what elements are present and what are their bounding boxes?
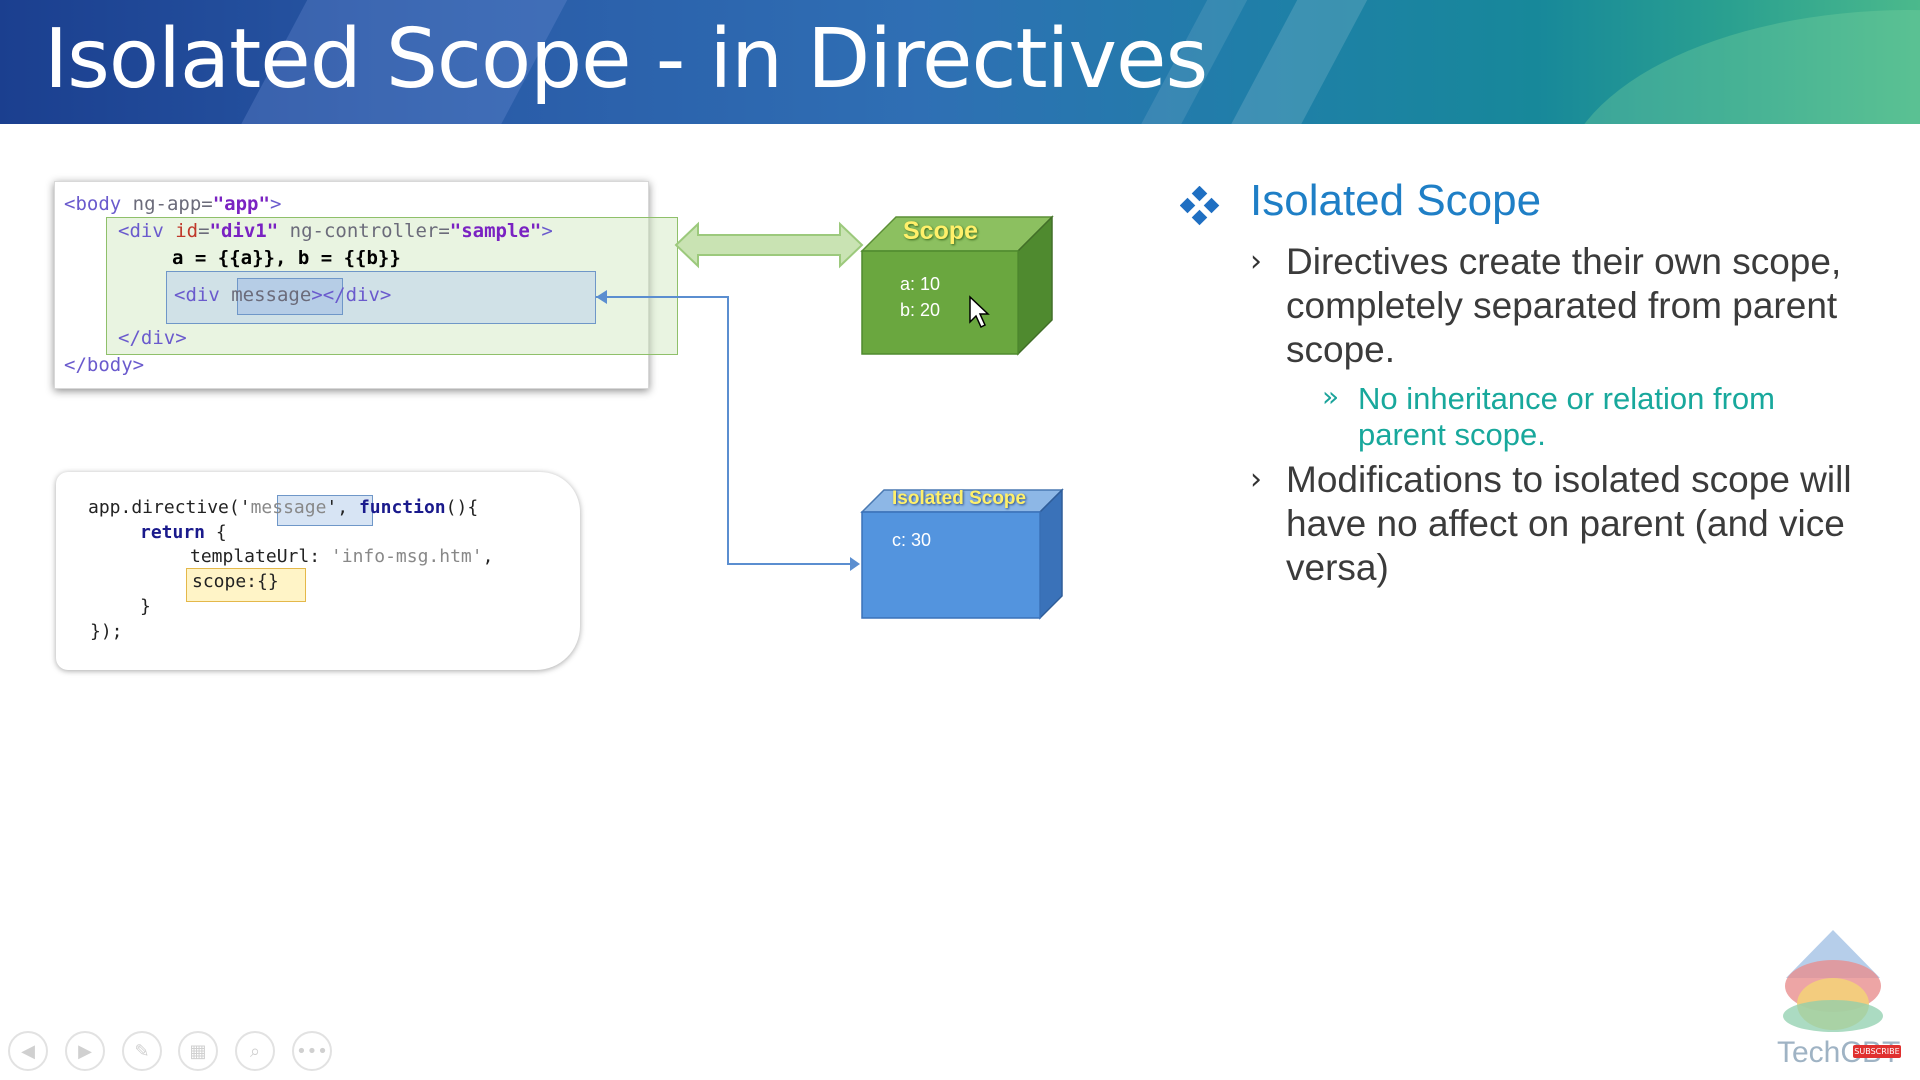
chevron-right-icon: › (1250, 244, 1262, 279)
section-heading: Isolated Scope (1250, 176, 1542, 225)
zoom-button[interactable]: ⌕ (235, 1031, 275, 1071)
isolated-cube-title: Isolated Scope (892, 488, 1027, 509)
code-line-expressions: a = {{a}}, b = {{b}} (172, 247, 401, 269)
diamond-bullet-icon (1180, 186, 1220, 226)
more-button[interactable]: ••• (292, 1031, 332, 1071)
js-line-template: templateUrl: 'info-msg.htm', (190, 546, 494, 567)
isolated-value-c: c: 30 (892, 530, 932, 550)
slide-title: Isolated Scope - in Directives (44, 12, 1208, 107)
mouse-cursor-icon (969, 295, 990, 329)
js-line-close-return: } (140, 596, 151, 617)
js-line-return: return { (140, 522, 227, 543)
code-line-body-open: <body ng-app="app"> (64, 193, 282, 215)
next-slide-button[interactable]: ▶ (65, 1031, 105, 1071)
prev-slide-button[interactable]: ◀ (8, 1031, 48, 1071)
message-attr-highlight (237, 278, 343, 315)
pen-button[interactable]: ✎ (122, 1031, 162, 1071)
bidirectional-arrow (674, 221, 864, 269)
zoom-icon: ⌕ (249, 1040, 261, 1062)
arrow-to-message-div (596, 290, 607, 304)
scope-value-a: a: 10 (900, 274, 941, 294)
scope-cube (860, 215, 1054, 356)
title-banner: Isolated Scope - in Directives (0, 0, 1920, 124)
subscribe-badge[interactable]: SUBSCRIBE (1853, 1045, 1901, 1058)
more-icon: ••• (296, 1040, 328, 1062)
techcbt-logo (1783, 930, 1883, 1032)
sub-bullet-no-inheritance: No inheritance or relation from parent s… (1358, 381, 1775, 452)
slides-button[interactable]: ▦ (178, 1031, 218, 1071)
arrow-to-isolated-cube (850, 557, 860, 571)
message-name-highlight (277, 495, 373, 526)
js-line-scope: scope:{} (192, 571, 279, 592)
code-line-div-close: </div> (118, 327, 187, 349)
js-line-close-directive: }); (90, 621, 123, 642)
scope-cube-title: Scope (903, 217, 979, 245)
isolated-scope-cube (860, 488, 1064, 620)
scope-object-highlight (186, 568, 306, 602)
chevron-right-icon: › (1250, 462, 1262, 497)
double-chevron-icon: » (1322, 380, 1340, 413)
code-line-message-div: <div message></div> (174, 284, 392, 306)
js-line-directive: app.directive('message', function(){ (88, 497, 479, 518)
code-line-body-close: </body> (64, 354, 145, 376)
code-line-div-open: <div id="div1" ng-controller="sample"> (118, 220, 553, 242)
scope-value-b: b: 20 (900, 300, 941, 320)
next-icon: ▶ (78, 1040, 92, 1062)
bullet-directives-scope: Directives create their own scope, compl… (1286, 241, 1842, 370)
pen-icon: ✎ (134, 1040, 150, 1062)
prev-icon: ◀ (21, 1040, 35, 1062)
slides-icon: ▦ (189, 1040, 207, 1062)
bullet-modifications: Modifications to isolated scope will hav… (1286, 459, 1852, 588)
directive-link-line (596, 296, 852, 565)
